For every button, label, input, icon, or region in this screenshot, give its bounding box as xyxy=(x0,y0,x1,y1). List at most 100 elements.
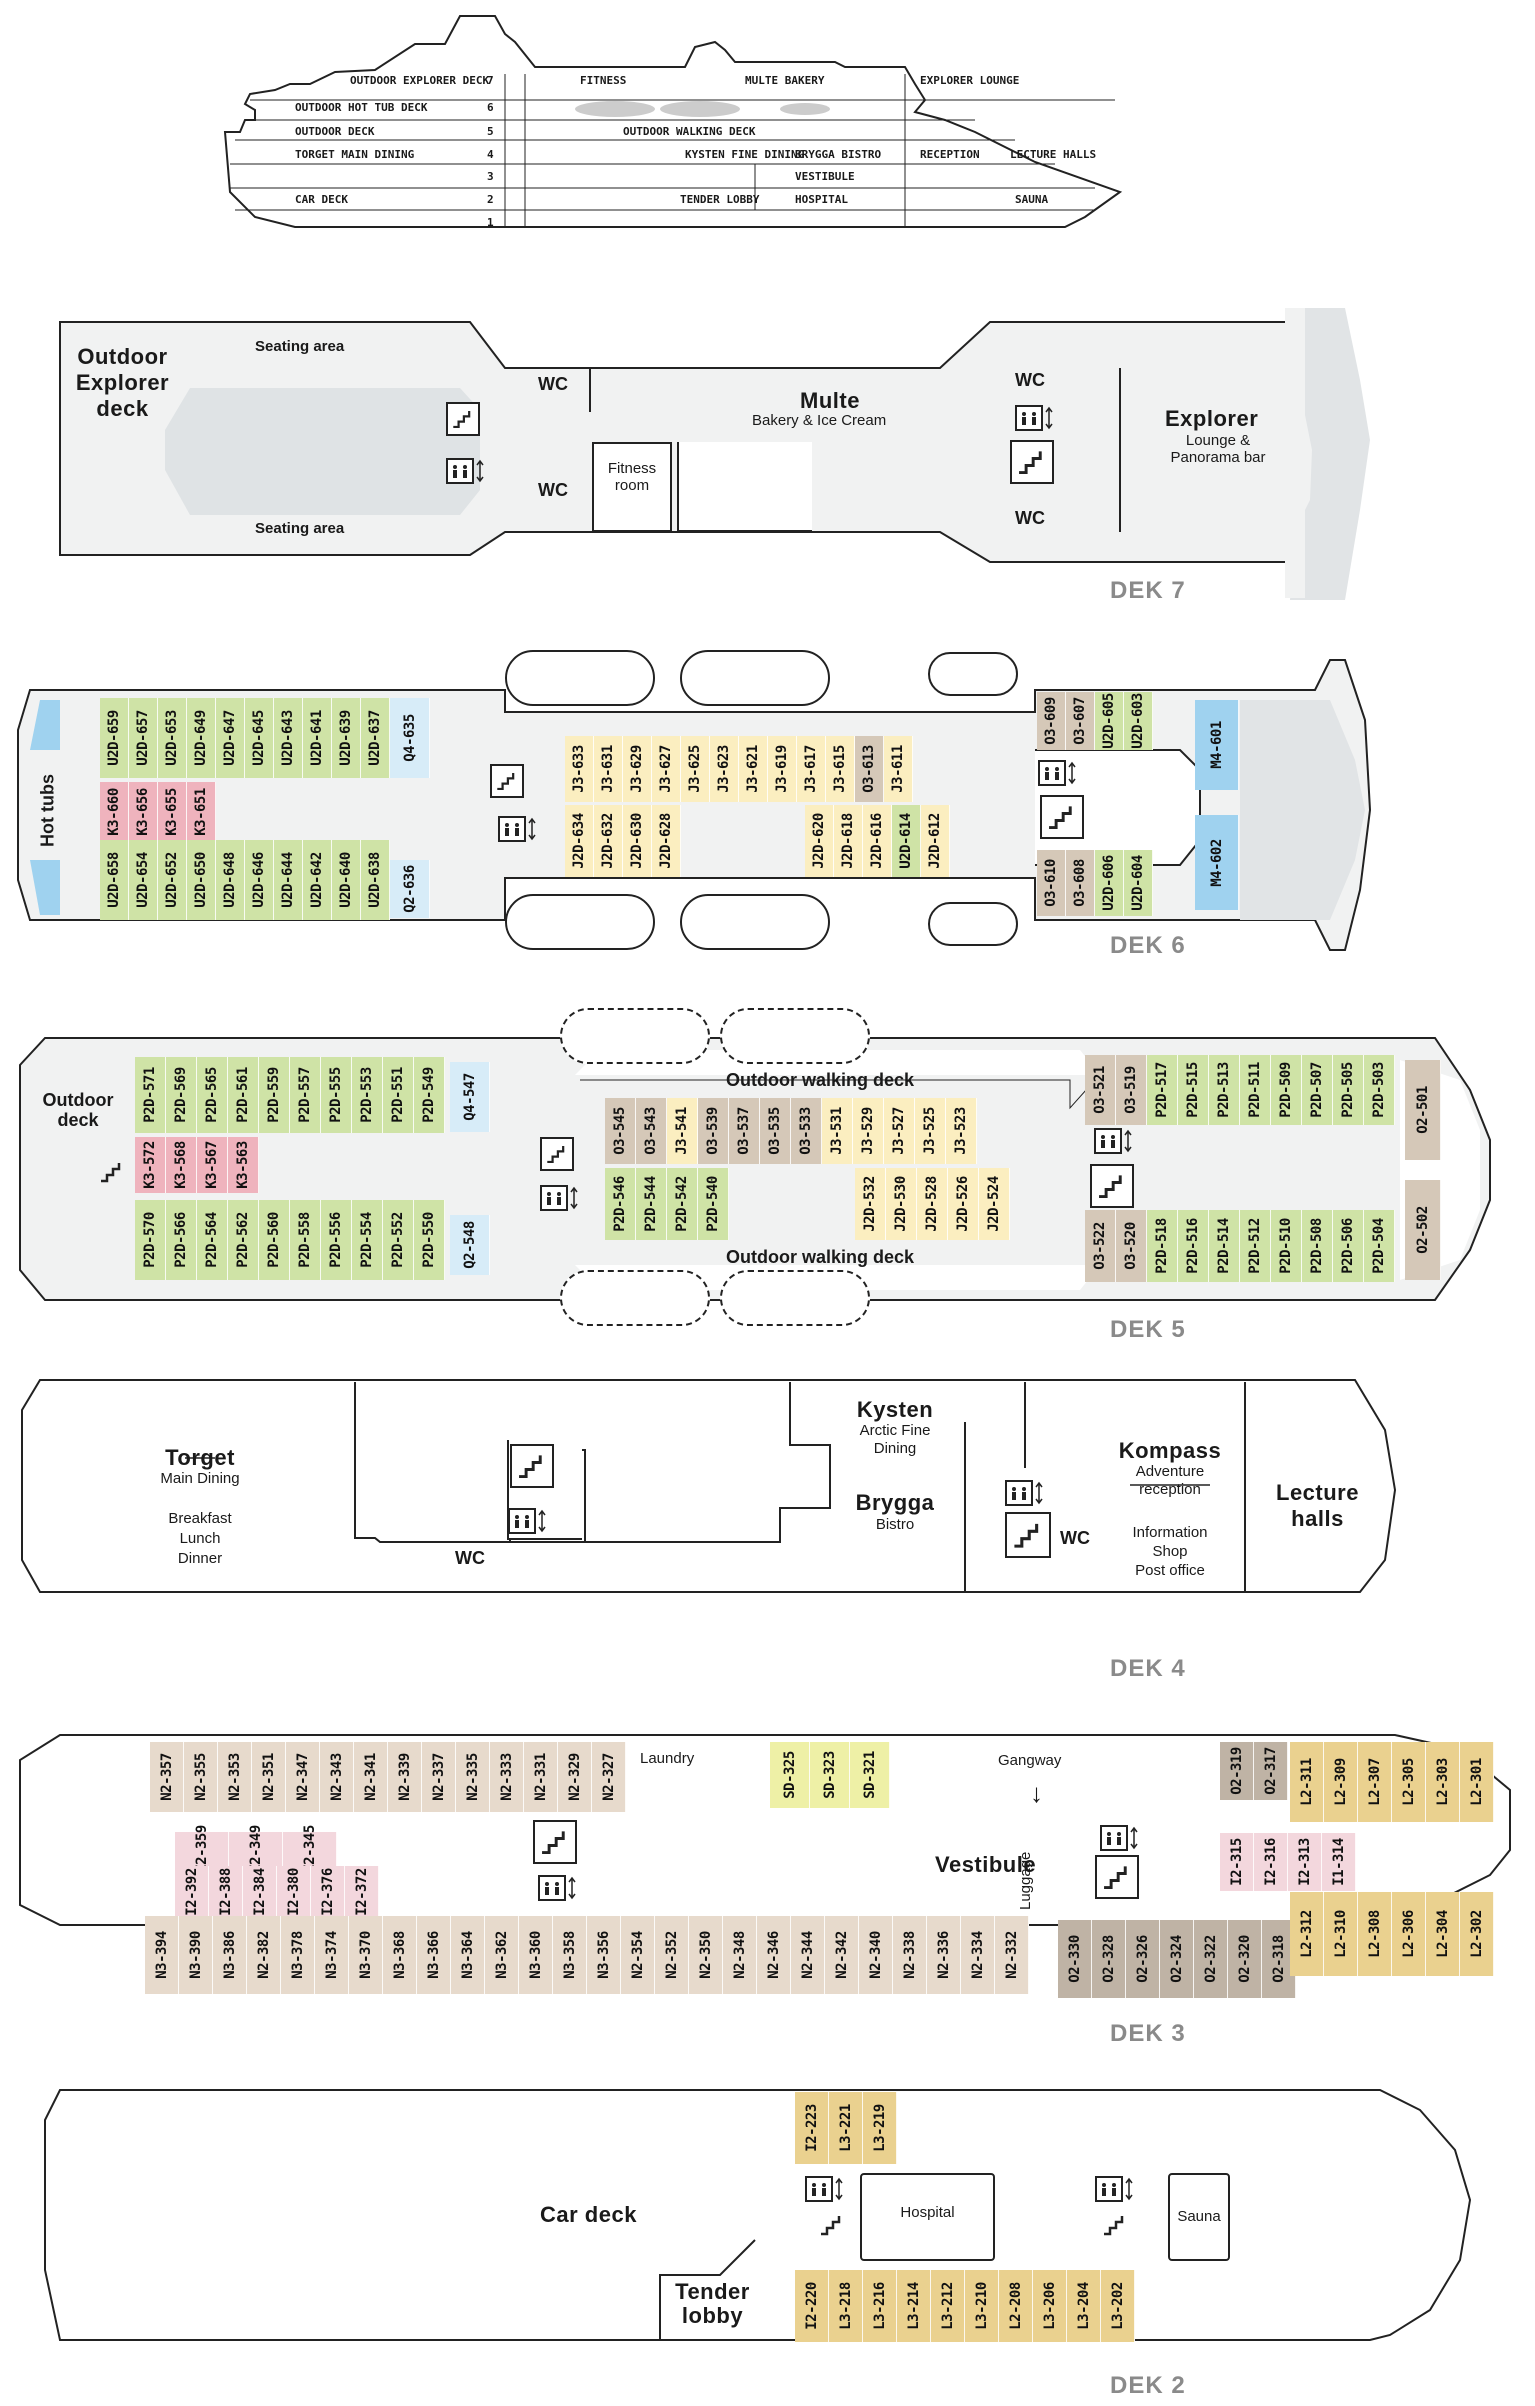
cabin-p2d-562[interactable]: P2D-562 xyxy=(228,1200,259,1280)
cabin-o2-320[interactable]: O2-320 xyxy=(1228,1920,1262,1998)
cabin-u2d-646[interactable]: U2D-646 xyxy=(245,840,274,920)
cabin-n3-356[interactable]: N3-356 xyxy=(587,1916,621,1994)
cabin-p2d-505[interactable]: P2D-505 xyxy=(1333,1055,1364,1125)
cabin-j3-611[interactable]: J3-611 xyxy=(884,736,913,802)
cabin-k3-651[interactable]: K3-651 xyxy=(187,782,216,842)
cabin-u2d-638[interactable]: U2D-638 xyxy=(361,840,390,920)
cabin-p2d-564[interactable]: P2D-564 xyxy=(197,1200,228,1280)
cabin-sd-321[interactable]: SD-321 xyxy=(850,1742,890,1808)
cabin-o3-610[interactable]: O3-610 xyxy=(1037,850,1066,916)
cabin-p2d-508[interactable]: P2D-508 xyxy=(1302,1210,1333,1282)
cabin-n2-343[interactable]: N2-343 xyxy=(320,1742,354,1812)
cabin-i2-372[interactable]: I2-372 xyxy=(345,1866,379,1918)
cabin-o2-322[interactable]: O2-322 xyxy=(1194,1920,1228,1998)
cabin-n2-357[interactable]: N2-357 xyxy=(150,1742,184,1812)
cabin-j2d-528[interactable]: J2D-528 xyxy=(917,1168,948,1240)
cabin-p2d-507[interactable]: P2D-507 xyxy=(1302,1055,1333,1125)
cabin-p2d-565[interactable]: P2D-565 xyxy=(197,1057,228,1133)
cabin-k3-567[interactable]: K3-567 xyxy=(197,1137,228,1193)
cabin-i1-314[interactable]: I1-314 xyxy=(1322,1833,1356,1891)
cabin-i2-315[interactable]: I2-315 xyxy=(1220,1833,1254,1891)
cabin-p2d-513[interactable]: P2D-513 xyxy=(1209,1055,1240,1125)
cabin-p2d-515[interactable]: P2D-515 xyxy=(1178,1055,1209,1125)
cabin-u2d-652[interactable]: U2D-652 xyxy=(158,840,187,920)
cabin-n2-344[interactable]: N2-344 xyxy=(791,1916,825,1994)
cabin-m4-601[interactable]: M4-601 xyxy=(1195,700,1239,790)
cabin-l2-301[interactable]: L2-301 xyxy=(1460,1742,1494,1822)
cabin-n2-355[interactable]: N2-355 xyxy=(184,1742,218,1812)
cabin-p2d-557[interactable]: P2D-557 xyxy=(290,1057,321,1133)
cabin-n2-339[interactable]: N2-339 xyxy=(388,1742,422,1812)
cabin-o3-522[interactable]: O3-522 xyxy=(1085,1210,1116,1282)
cabin-p2d-570[interactable]: P2D-570 xyxy=(135,1200,166,1280)
cabin-j3-633[interactable]: J3-633 xyxy=(565,736,594,802)
cabin-i2-313[interactable]: I2-313 xyxy=(1288,1833,1322,1891)
cabin-n3-370[interactable]: N3-370 xyxy=(349,1916,383,1994)
cabin-p2d-551[interactable]: P2D-551 xyxy=(383,1057,414,1133)
cabin-l3-221[interactable]: L3-221 xyxy=(829,2092,863,2164)
cabin-o2-330[interactable]: O2-330 xyxy=(1058,1920,1092,1998)
cabin-j2d-628[interactable]: J2D-628 xyxy=(652,805,681,877)
cabin-n2-336[interactable]: N2-336 xyxy=(927,1916,961,1994)
cabin-l2-208[interactable]: L2-208 xyxy=(999,2270,1033,2342)
cabin-p2d-542[interactable]: P2D-542 xyxy=(667,1168,698,1240)
cabin-u2d-659[interactable]: U2D-659 xyxy=(100,698,129,778)
cabin-p2d-561[interactable]: P2D-561 xyxy=(228,1057,259,1133)
cabin-n2-340[interactable]: N2-340 xyxy=(859,1916,893,1994)
cabin-n2-351[interactable]: N2-351 xyxy=(252,1742,286,1812)
cabin-o3-519[interactable]: O3-519 xyxy=(1116,1055,1147,1125)
cabin-p2d-509[interactable]: P2D-509 xyxy=(1271,1055,1302,1125)
cabin-j2d-530[interactable]: J2D-530 xyxy=(886,1168,917,1240)
cabin-u2d-649[interactable]: U2D-649 xyxy=(187,698,216,778)
cabin-l3-214[interactable]: L3-214 xyxy=(897,2270,931,2342)
cabin-p2d-571[interactable]: P2D-571 xyxy=(135,1057,166,1133)
cabin-i2-223[interactable]: I2-223 xyxy=(795,2092,829,2164)
cabin-o3-533[interactable]: O3-533 xyxy=(791,1098,822,1164)
cabin-p2d-510[interactable]: P2D-510 xyxy=(1271,1210,1302,1282)
cabin-l2-307[interactable]: L2-307 xyxy=(1358,1742,1392,1822)
cabin-n3-390[interactable]: N3-390 xyxy=(179,1916,213,1994)
cabin-p2d-511[interactable]: P2D-511 xyxy=(1240,1055,1271,1125)
cabin-j3-525[interactable]: J3-525 xyxy=(915,1098,946,1164)
cabin-o2-502[interactable]: O2-502 xyxy=(1405,1180,1441,1280)
cabin-o2-501[interactable]: O2-501 xyxy=(1405,1060,1441,1160)
cabin-j3-615[interactable]: J3-615 xyxy=(826,736,855,802)
cabin-j3-523[interactable]: J3-523 xyxy=(946,1098,977,1164)
cabin-p2d-560[interactable]: P2D-560 xyxy=(259,1200,290,1280)
cabin-n2-329[interactable]: N2-329 xyxy=(558,1742,592,1812)
cabin-n2-327[interactable]: N2-327 xyxy=(592,1742,626,1812)
cabin-n2-353[interactable]: N2-353 xyxy=(218,1742,252,1812)
cabin-l2-304[interactable]: L2-304 xyxy=(1426,1892,1460,1976)
cabin-sd-325[interactable]: SD-325 xyxy=(770,1742,810,1808)
cabin-k3-655[interactable]: K3-655 xyxy=(158,782,187,842)
cabin-q4-635[interactable]: Q4-635 xyxy=(390,698,430,778)
cabin-l3-218[interactable]: L3-218 xyxy=(829,2270,863,2342)
cabin-p2d-516[interactable]: P2D-516 xyxy=(1178,1210,1209,1282)
cabin-n2-354[interactable]: N2-354 xyxy=(621,1916,655,1994)
cabin-n2-333[interactable]: N2-333 xyxy=(490,1742,524,1812)
cabin-l3-206[interactable]: L3-206 xyxy=(1033,2270,1067,2342)
cabin-u2d-614[interactable]: U2D-614 xyxy=(892,805,921,877)
cabin-j2d-616[interactable]: J2D-616 xyxy=(863,805,892,877)
cabin-n3-366[interactable]: N3-366 xyxy=(417,1916,451,1994)
cabin-u2d-658[interactable]: U2D-658 xyxy=(100,840,129,920)
cabin-j3-617[interactable]: J3-617 xyxy=(797,736,826,802)
cabin-p2d-558[interactable]: P2D-558 xyxy=(290,1200,321,1280)
cabin-j3-623[interactable]: J3-623 xyxy=(710,736,739,802)
cabin-k3-568[interactable]: K3-568 xyxy=(166,1137,197,1193)
cabin-i2-392[interactable]: I2-392 xyxy=(175,1866,209,1918)
cabin-p2d-554[interactable]: P2D-554 xyxy=(352,1200,383,1280)
cabin-u2d-647[interactable]: U2D-647 xyxy=(216,698,245,778)
cabin-p2d-512[interactable]: P2D-512 xyxy=(1240,1210,1271,1282)
cabin-j2d-524[interactable]: J2D-524 xyxy=(979,1168,1010,1240)
cabin-l2-312[interactable]: L2-312 xyxy=(1290,1892,1324,1976)
cabin-u2d-643[interactable]: U2D-643 xyxy=(274,698,303,778)
cabin-u2d-648[interactable]: U2D-648 xyxy=(216,840,245,920)
cabin-p2d-518[interactable]: P2D-518 xyxy=(1147,1210,1178,1282)
cabin-u2d-644[interactable]: U2D-644 xyxy=(274,840,303,920)
cabin-o3-609[interactable]: O3-609 xyxy=(1037,692,1066,750)
cabin-i2-359[interactable]: I2-359 xyxy=(175,1825,229,1873)
cabin-q2-636[interactable]: Q2-636 xyxy=(390,860,430,918)
cabin-j3-631[interactable]: J3-631 xyxy=(594,736,623,802)
cabin-p2d-569[interactable]: P2D-569 xyxy=(166,1057,197,1133)
